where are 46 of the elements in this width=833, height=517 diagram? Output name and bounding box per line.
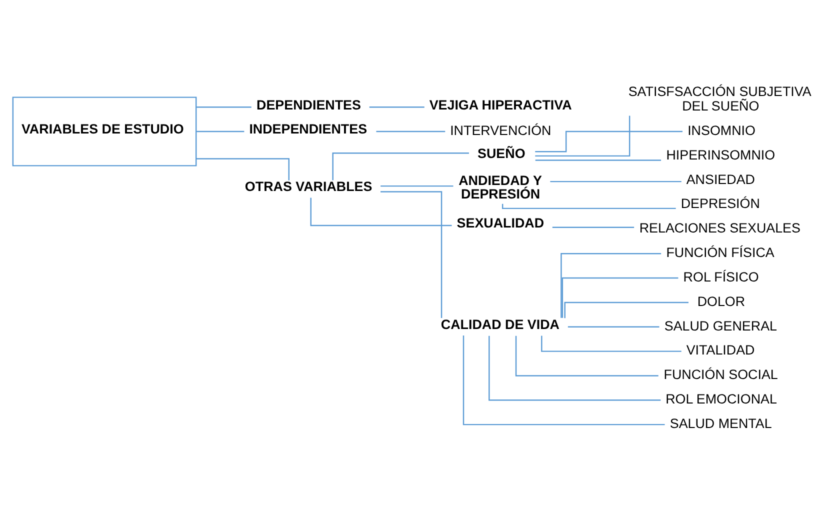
node-text: INTERVENCIÓN (450, 122, 552, 138)
connector (196, 158, 290, 180)
node-text: FUNCIÓN SOCIAL (664, 367, 778, 382)
node-text: ANSIEDAD (686, 172, 755, 187)
node-text: SEXUALIDAD (456, 216, 544, 231)
node-text: DEPRESIÓN (680, 196, 760, 212)
node-text: RELACIONES SEXUALES (639, 220, 800, 236)
node-text: DOLOR (697, 294, 746, 309)
connector (535, 116, 630, 157)
connector (535, 130, 682, 152)
connector (541, 336, 682, 352)
connector (310, 198, 452, 226)
node-text: DEPENDIENTES (256, 97, 361, 112)
connector (462, 336, 665, 426)
connector (196, 106, 252, 108)
connector (380, 191, 442, 318)
connector (560, 253, 662, 318)
connector (568, 326, 660, 328)
connector (562, 277, 678, 318)
connector (488, 336, 661, 401)
node-text: FUNCIÓN FÍSICA (666, 245, 774, 260)
connector (196, 130, 244, 132)
node-text: SATISFSACCIÓN SUBJETIVA DEL SUEÑO (628, 84, 812, 114)
node-text: VEJIGA HIPERACTIVA (429, 97, 572, 112)
connector (380, 185, 454, 187)
connector (515, 336, 658, 376)
node-text: ROL EMOCIONAL (666, 392, 777, 407)
node-text: SALUD MENTAL (670, 416, 772, 431)
node-text: INSOMNIO (688, 122, 756, 138)
node-text: OTRAS VARIABLES (244, 179, 372, 194)
node-box: VARIABLES DE ESTUDIO (12, 96, 197, 166)
node-text: SALUD GENERAL (664, 318, 778, 334)
connector (550, 180, 682, 182)
node-text: SUEÑO (478, 146, 526, 162)
connector (369, 106, 424, 108)
node-text: ROL FÍSICO (683, 269, 759, 284)
connector (332, 152, 469, 180)
connector (564, 302, 688, 318)
node-text: INDEPENDIENTES (249, 122, 368, 137)
node-text: VITALIDAD (686, 342, 755, 358)
node-text: ANDIEDAD Y DEPRESIÓN (458, 172, 542, 202)
node-text: CALIDAD DE VIDA (440, 317, 560, 332)
node-text: HIPERINSOMNIO (666, 147, 776, 162)
connector (376, 130, 446, 132)
connector (535, 160, 662, 161)
connector (552, 226, 634, 228)
